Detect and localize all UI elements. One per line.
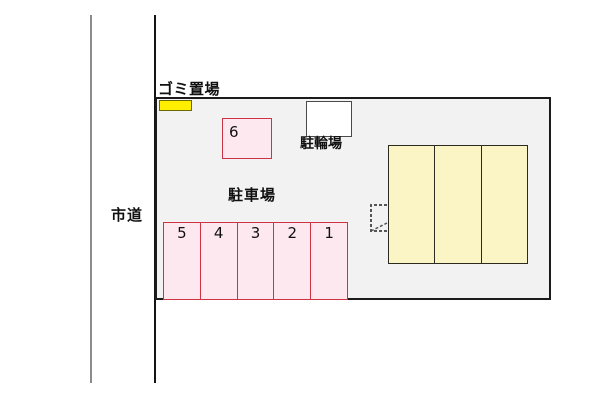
road-label: 市道 bbox=[110, 206, 143, 224]
parking-stall-4-number: 4 bbox=[213, 224, 224, 242]
parking-stall-row: 5 4 3 2 1 bbox=[163, 222, 348, 300]
building-unit-3[interactable] bbox=[482, 146, 527, 263]
parking-stall-1[interactable]: 1 bbox=[311, 223, 347, 299]
apartment-building bbox=[388, 145, 528, 264]
bicycle-parking-label: 駐輪場 bbox=[300, 136, 342, 152]
entrance-stairs-icon bbox=[368, 204, 388, 232]
parking-stall-3[interactable]: 3 bbox=[238, 223, 275, 299]
parking-stall-6-number: 6 bbox=[229, 123, 239, 141]
parking-stall-2-number: 2 bbox=[287, 224, 298, 242]
parking-stall-5-number: 5 bbox=[177, 224, 187, 242]
parking-stall-5[interactable]: 5 bbox=[164, 223, 201, 299]
parking-stall-4[interactable]: 4 bbox=[201, 223, 238, 299]
building-unit-1[interactable] bbox=[389, 146, 436, 263]
road-edge-line-outer bbox=[90, 15, 92, 383]
parking-stall-2[interactable]: 2 bbox=[274, 223, 312, 299]
trash-area-label: ゴミ置場 bbox=[158, 80, 221, 98]
parking-area-label: 駐車場 bbox=[228, 186, 277, 204]
parking-stall-3-number: 3 bbox=[250, 224, 261, 242]
bicycle-parking-area[interactable] bbox=[306, 101, 352, 137]
parking-stall-1-number: 1 bbox=[324, 224, 334, 242]
building-unit-2[interactable] bbox=[435, 146, 482, 263]
parking-stall-6[interactable]: 6 bbox=[222, 118, 272, 159]
trash-area-marker bbox=[159, 100, 192, 111]
